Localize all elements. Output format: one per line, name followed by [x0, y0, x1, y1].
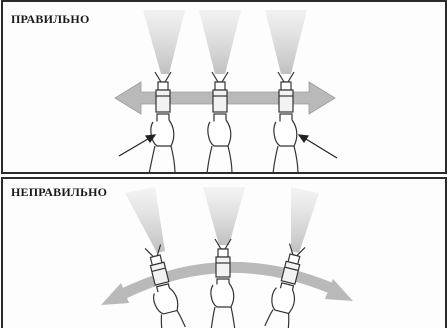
spray-cone	[143, 10, 185, 74]
spray-cone	[291, 187, 319, 253]
spray-gun-icon	[211, 239, 235, 328]
incorrect-technique-illustration	[3, 179, 447, 328]
spray-cone	[265, 10, 307, 74]
spray-cone	[203, 187, 245, 245]
correct-technique-illustration	[3, 2, 447, 174]
pointer-arrow-icon	[299, 135, 337, 158]
spray-cone	[199, 10, 241, 74]
pointer-arrow-icon	[119, 135, 155, 156]
spray-gun-icon	[149, 72, 175, 174]
spray-gun-icon	[273, 72, 298, 174]
spray-gun-icon	[207, 72, 232, 174]
correct-technique-panel: ПРАВИЛЬНО	[1, 0, 447, 174]
spray-cone	[125, 187, 165, 253]
spray-gun-icon	[265, 243, 309, 328]
incorrect-technique-panel: НЕПРАВИЛЬНО	[1, 177, 447, 328]
